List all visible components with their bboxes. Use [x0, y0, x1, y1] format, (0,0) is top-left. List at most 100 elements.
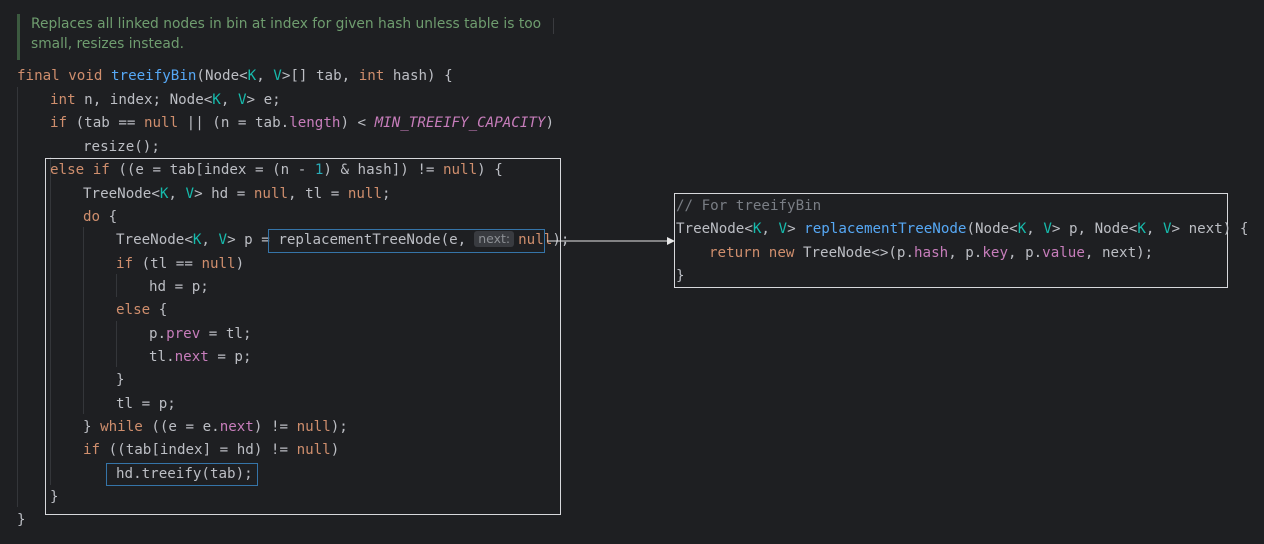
- method-name[interactable]: treeifyBin: [110, 68, 197, 84]
- code-text: ,: [761, 221, 779, 237]
- code-line[interactable]: else if ((e = tab[index = (n - 1) & hash…: [50, 160, 503, 180]
- code-text: (tl ==: [133, 256, 202, 272]
- code-line[interactable]: }: [116, 370, 125, 390]
- else-branch-highlight-box: [45, 158, 561, 515]
- keyword: null: [296, 419, 331, 435]
- constant-ref: MIN_TREEIFY_CAPACITY: [374, 115, 546, 131]
- keyword: while: [100, 419, 143, 435]
- code-line[interactable]: TreeNode<K, V> p = replacementTreeNode(e…: [116, 230, 569, 250]
- code-text: ,: [256, 68, 274, 84]
- code-line[interactable]: do {: [83, 207, 117, 227]
- code-text: ): [235, 256, 245, 272]
- code-line[interactable]: else {: [116, 300, 167, 320]
- code-text: > p =: [227, 232, 279, 248]
- code-line[interactable]: int n, index; Node<K, V> e;: [50, 90, 281, 110]
- code-text: ,: [1026, 221, 1044, 237]
- method-name[interactable]: replacementTreeNode: [804, 221, 967, 237]
- type-param: K: [159, 186, 169, 202]
- field-ref: hash: [914, 245, 949, 261]
- code-text: }: [83, 419, 101, 435]
- treeify-call[interactable]: hd.treeify(tab);: [116, 466, 253, 482]
- type-param: K: [1017, 221, 1027, 237]
- type-param: K: [247, 68, 257, 84]
- type-param: K: [192, 232, 202, 248]
- code-text: tl.: [149, 349, 175, 365]
- code-text: = tl;: [200, 326, 252, 342]
- type-param: V: [185, 186, 195, 202]
- code-line[interactable]: hd = p;: [149, 277, 209, 297]
- code-text: ): [330, 442, 340, 458]
- code-text: , tl =: [288, 186, 348, 202]
- code-text: , p.: [948, 245, 983, 261]
- field-ref: length: [289, 115, 341, 131]
- code-text: }: [116, 372, 125, 388]
- definition-signature-line[interactable]: TreeNode<K, V> replacementTreeNode(Node<…: [676, 219, 1248, 239]
- field-ref: next: [219, 419, 254, 435]
- code-line[interactable]: if (tl == null): [116, 254, 244, 274]
- type-param: V: [273, 68, 282, 84]
- code-text: {: [100, 209, 118, 225]
- keyword: null: [253, 186, 289, 202]
- code-text: [760, 245, 769, 261]
- code-text: ) <: [340, 115, 375, 131]
- code-text: {: [150, 302, 168, 318]
- code-text: ) & hash]) !=: [323, 162, 443, 178]
- code-text: > next) {: [1171, 221, 1249, 237]
- code-line[interactable]: tl = p;: [116, 394, 176, 414]
- doc-comment-divider: [553, 18, 554, 34]
- code-line[interactable]: }: [17, 510, 26, 530]
- type-param: V: [218, 232, 228, 248]
- keyword: do: [83, 209, 101, 225]
- definition-body-line[interactable]: return new TreeNode<>(p.hash, p.key, p.v…: [709, 243, 1153, 263]
- keyword: null: [296, 442, 331, 458]
- code-text: = p;: [208, 349, 252, 365]
- code-line[interactable]: final void treeifyBin(Node<K, V>[] tab, …: [17, 66, 453, 86]
- keyword: int: [50, 92, 76, 108]
- code-line[interactable]: TreeNode<K, V> hd = null, tl = null;: [83, 184, 391, 204]
- field-ref: key: [982, 245, 1008, 261]
- code-text: hd = p;: [149, 279, 209, 295]
- indent-guide: [17, 87, 18, 507]
- code-line[interactable]: } while ((e = e.next) != null);: [83, 417, 348, 437]
- definition-comment-line: // For treeifyBin: [676, 196, 821, 216]
- code-line[interactable]: resize();: [83, 137, 160, 157]
- keyword: null: [347, 186, 382, 202]
- code-line[interactable]: if ((tab[index] = hd) != null): [83, 440, 339, 460]
- replacement-call[interactable]: replacementTreeNode(e,: [278, 232, 467, 248]
- keyword: final: [17, 68, 60, 84]
- code-text: (Node<: [966, 221, 1018, 237]
- type-param: K: [752, 221, 762, 237]
- keyword: if: [83, 442, 101, 458]
- code-line[interactable]: tl.next = p;: [149, 347, 252, 367]
- code-text: }: [17, 512, 26, 528]
- code-text: ,: [220, 92, 238, 108]
- keyword: null: [143, 115, 179, 131]
- code-text: ): [545, 115, 554, 131]
- keyword: if: [50, 115, 68, 131]
- field-ref: prev: [166, 326, 201, 342]
- type-param: K: [212, 92, 221, 108]
- code-text: ,: [201, 232, 219, 248]
- indent-guide: [116, 321, 117, 367]
- code-line[interactable]: p.prev = tl;: [149, 324, 252, 344]
- indent-guide: [50, 157, 51, 180]
- type-param: K: [1137, 221, 1146, 237]
- definition-comment: // For treeifyBin: [676, 198, 822, 214]
- code-text: n, index; Node<: [75, 92, 213, 108]
- type-param: V: [1162, 221, 1172, 237]
- code-line[interactable]: }: [50, 487, 59, 507]
- code-text: ((e = e.: [142, 419, 220, 435]
- treeify-call-highlight-box: [106, 463, 258, 486]
- code-text: (tab ==: [67, 115, 144, 131]
- code-text: ) {: [477, 162, 503, 178]
- parameter-hint: next:: [474, 231, 515, 247]
- code-line[interactable]: hd.treeify(tab);: [116, 464, 253, 484]
- indent-guide: [116, 274, 117, 297]
- keyword: if: [92, 162, 110, 178]
- code-line[interactable]: if (tab == null || (n = tab.length) < MI…: [50, 113, 554, 133]
- definition-closing-line: }: [676, 266, 685, 286]
- code-text: hash) {: [384, 68, 453, 84]
- keyword: if: [116, 256, 134, 272]
- keyword: else: [116, 302, 151, 318]
- code-text: >[] tab,: [281, 68, 359, 84]
